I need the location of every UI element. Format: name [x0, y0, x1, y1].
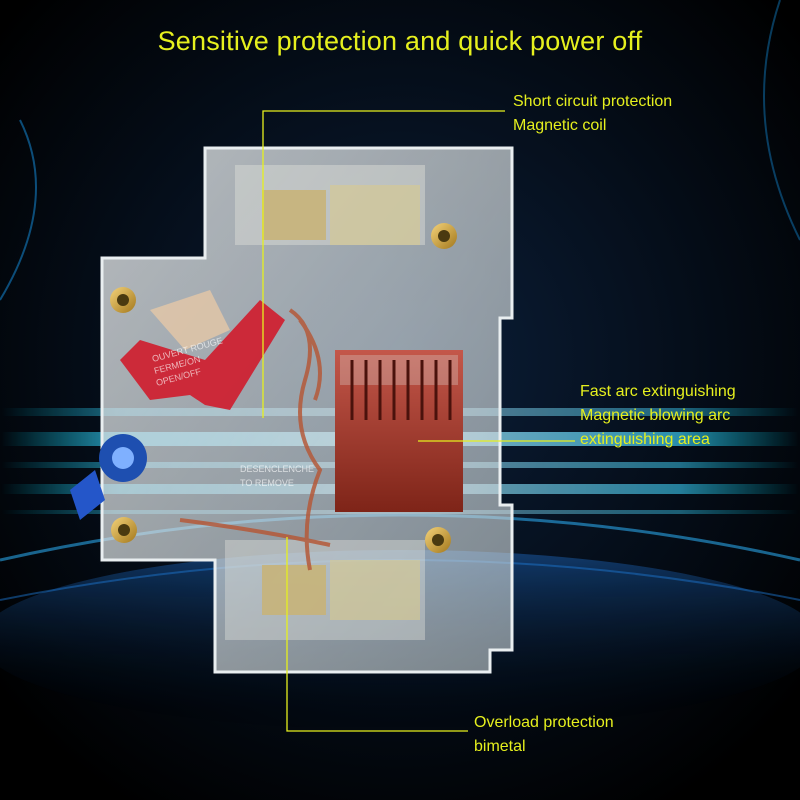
arc-line3: extinguishing area: [580, 431, 710, 448]
short-circuit-line2: Magnetic coil: [513, 117, 607, 134]
overload-line2: bimetal: [474, 738, 526, 755]
overload-label: Overload protection bimetal: [474, 711, 614, 759]
short-circuit-label: Short circuit protection Magnetic coil: [513, 90, 672, 138]
circuit-breaker-image: OUVERT ROUGE FERME/ON OPEN/OFF DESENCLEN…: [70, 146, 514, 674]
arc-label: Fast arc extinguishing Magnetic blowing …: [580, 380, 736, 452]
overload-callout-line: [286, 537, 468, 732]
arc-line1: Fast arc extinguishing: [580, 383, 736, 400]
short-circuit-line1: Short circuit protection: [513, 93, 673, 110]
arc-chute: [335, 350, 463, 512]
short-circuit-callout-line: [262, 110, 505, 418]
center-text-1: DESENCLENCHE: [240, 464, 314, 474]
brass-rivets: [110, 223, 457, 553]
page-title: Sensitive protection and quick power off: [157, 26, 643, 56]
blue-knob: [70, 434, 147, 520]
red-lever: [120, 300, 285, 410]
copper-coil: [179, 308, 331, 571]
center-text-2: TO REMOVE: [240, 478, 294, 488]
callout-lines: [262, 110, 575, 732]
overload-line1: Overload protection: [474, 714, 614, 731]
arc-line2: Magnetic blowing arc: [580, 407, 731, 424]
